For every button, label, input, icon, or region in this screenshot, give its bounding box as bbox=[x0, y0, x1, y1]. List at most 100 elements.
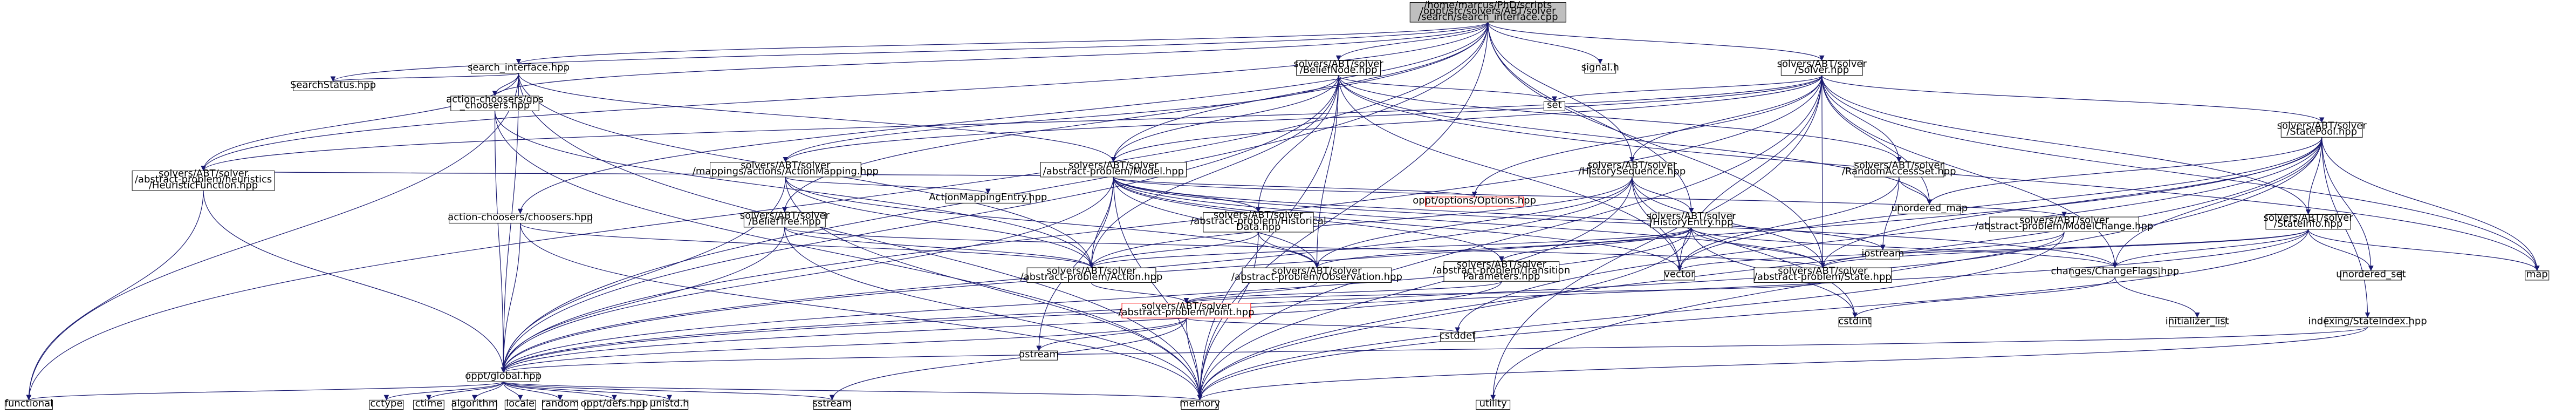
node-box bbox=[413, 399, 444, 410]
graph-node-search-interface[interactable]: search_interface.hpp bbox=[468, 62, 570, 74]
dependency-edge bbox=[1113, 177, 1203, 401]
graph-node-state-index[interactable]: indexing/StateIndex.hpp bbox=[2308, 315, 2427, 328]
graph-node-utility[interactable]: utility bbox=[1476, 398, 1511, 410]
graph-node-unordered-map[interactable]: unordered_map bbox=[1891, 202, 1968, 214]
dependency-edge bbox=[1111, 75, 1339, 162]
graph-node-memory[interactable]: memory bbox=[1180, 398, 1221, 410]
node-label-line: /StatePool.hpp bbox=[2286, 126, 2357, 137]
graph-node-locale[interactable]: locale bbox=[504, 398, 536, 410]
dependency-edge bbox=[1186, 317, 1460, 333]
dependency-edge bbox=[1927, 137, 2322, 205]
graph-node-action[interactable]: solvers/ABT/solver/abstract-problem/Acti… bbox=[1020, 266, 1163, 283]
graph-node-global[interactable]: oppt/global.hpp bbox=[465, 370, 542, 382]
node-box bbox=[1203, 212, 1314, 233]
graph-node-unordered-set[interactable]: unordered_set bbox=[2336, 269, 2406, 281]
node-label-line: solvers/ABT/solver bbox=[1214, 209, 1304, 221]
graph-node-root[interactable]: /home/marcus/PhD/scripts/oppt/src/solver… bbox=[1409, 0, 1566, 23]
dependency-edge bbox=[516, 22, 1489, 65]
node-label-line: /StateInfo.hpp bbox=[2274, 218, 2342, 229]
graph-node-cctype[interactable]: cctype bbox=[369, 398, 404, 410]
node-label-line: solvers/ABT/solver bbox=[1294, 58, 1384, 70]
graph-node-history-entry[interactable]: solvers/ABT/solver/HistoryEntry.hpp bbox=[1647, 211, 1737, 228]
node-label-line: initializer_list bbox=[2166, 315, 2229, 327]
graph-node-ostream[interactable]: ostream bbox=[1019, 349, 1059, 361]
graph-node-state-info[interactable]: solvers/ABT/solver/StateInfo.hpp bbox=[2263, 212, 2353, 230]
dependency-edge bbox=[1632, 177, 1694, 213]
dependency-edge bbox=[201, 22, 1489, 171]
node-label-line: map bbox=[2526, 269, 2548, 280]
node-label-line: cstddef bbox=[1440, 330, 1476, 342]
graph-node-sstream[interactable]: sstream bbox=[813, 398, 852, 410]
node-box bbox=[945, 193, 1031, 203]
graph-node-historical-data[interactable]: solvers/ABT/solver/abstract-problem/Hist… bbox=[1190, 209, 1326, 233]
graph-node-history-sequence[interactable]: solvers/ABT/solver/HistorySequence.hpp bbox=[1578, 160, 1686, 178]
dependency-edge bbox=[331, 22, 1489, 82]
graph-node-iostream[interactable]: iostream bbox=[1861, 248, 1904, 260]
graph-node-cstddef[interactable]: cstddef bbox=[1440, 330, 1476, 342]
graph-node-transition-parameters[interactable]: solvers/ABT/solver/abstract-problem/Tran… bbox=[1433, 259, 1570, 282]
graph-node-vector[interactable]: vector bbox=[1664, 269, 1695, 281]
graph-node-ctime[interactable]: ctime bbox=[413, 398, 444, 410]
node-box bbox=[1476, 399, 1511, 410]
node-label-line: solvers/ABT/solver bbox=[741, 160, 831, 171]
dependency-edge bbox=[1197, 75, 1339, 401]
graph-node-model-change[interactable]: solvers/ABT/solver/abstract-problem/Mode… bbox=[1975, 215, 2153, 232]
graph-node-state[interactable]: solvers/ABT/solver/abstract-problem/Stat… bbox=[1753, 266, 1892, 283]
dependency-edge bbox=[503, 381, 563, 401]
dependency-edge bbox=[1338, 75, 1902, 162]
graph-node-solver[interactable]: solvers/ABT/solver/Solver.hpp bbox=[1777, 58, 1867, 76]
graph-node-signal[interactable]: signal.h bbox=[1581, 62, 1619, 74]
graph-node-belief-node[interactable]: solvers/ABT/solver/BeliefNode.hpp bbox=[1294, 58, 1384, 76]
graph-node-search-status[interactable]: SearchStatus.hpp bbox=[290, 79, 376, 91]
dependency-edge bbox=[331, 73, 519, 82]
node-label-line: solvers/ABT/solver bbox=[1778, 266, 1868, 277]
node-box bbox=[1242, 267, 1392, 283]
graph-node-set[interactable]: set bbox=[1543, 99, 1565, 111]
dependency-edge bbox=[26, 73, 519, 401]
graph-node-cstdint[interactable]: cstdint bbox=[1838, 315, 1872, 328]
dependency-edge bbox=[1677, 177, 1900, 271]
dependency-edge bbox=[1821, 75, 2325, 123]
dependency-edge bbox=[1197, 22, 1489, 401]
graph-node-options[interactable]: oppt/options/Options.hpp bbox=[1413, 195, 1536, 207]
graph-node-map[interactable]: map bbox=[2525, 269, 2550, 281]
dependency-edge bbox=[782, 22, 1489, 213]
node-label-line: solvers/ABT/solver bbox=[1046, 266, 1136, 277]
dependency-edge bbox=[494, 111, 506, 373]
dependency-edge bbox=[26, 22, 1489, 401]
dependency-edge bbox=[1088, 232, 1259, 268]
dependency-edge bbox=[1821, 75, 2540, 271]
dependency-edge bbox=[1197, 327, 2368, 401]
graph-node-state-pool[interactable]: solvers/ABT/solver/StatePool.hpp bbox=[2277, 120, 2367, 138]
graph-node-observation[interactable]: solvers/ABT/solver/abstract-problem/Obse… bbox=[1231, 266, 1402, 283]
node-box bbox=[743, 212, 826, 228]
node-box bbox=[1664, 270, 1695, 281]
graph-node-model[interactable]: solvers/ABT/solver/abstract-problem/Mode… bbox=[1040, 160, 1187, 178]
node-label-line: changes/ChangeFlags.hpp bbox=[2051, 266, 2179, 277]
graph-node-initializer-list[interactable]: initializer_list bbox=[2166, 315, 2229, 328]
graph-node-functional[interactable]: functional bbox=[5, 398, 53, 410]
node-box bbox=[1121, 303, 1251, 318]
dependency-edge bbox=[503, 381, 617, 401]
dependency-edge bbox=[1880, 177, 1900, 250]
graph-node-defs[interactable]: oppt/defs.hpp bbox=[580, 398, 648, 410]
dependency-edge bbox=[1488, 22, 1635, 162]
graph-node-random-access-set[interactable]: solvers/ABT/solver/RandomAccessSet.hpp bbox=[1842, 160, 1956, 178]
graph-node-action-choosers[interactable]: action-choosers/choosers.hpp bbox=[448, 212, 593, 223]
node-box bbox=[369, 399, 404, 410]
graph-node-random[interactable]: random bbox=[542, 398, 579, 410]
graph-node-point[interactable]: solvers/ABT/solver/abstract-problem/Poin… bbox=[1118, 301, 1255, 318]
graph-node-change-flags[interactable]: changes/ChangeFlags.hpp bbox=[2051, 266, 2179, 277]
dependency-edge bbox=[501, 223, 521, 373]
dependency-edge bbox=[783, 75, 1339, 162]
node-label-line: solvers/ABT/solver bbox=[1141, 301, 1231, 312]
graph-node-unistd[interactable]: unistd.h bbox=[650, 398, 689, 410]
graph-node-action-mapping[interactable]: solvers/ABT/solver/mappings/actions/Acti… bbox=[693, 160, 879, 178]
graph-node-heuristic-function[interactable]: solvers/ABT/solver/abstract-problem/heur… bbox=[132, 168, 275, 191]
node-box bbox=[504, 399, 536, 410]
graph-node-algorithm[interactable]: algorithm bbox=[451, 398, 498, 410]
graph-node-action-mapping-entry[interactable]: ActionMappingEntry.hpp bbox=[929, 192, 1047, 203]
graph-node-gps-choosers[interactable]: action-choosers/gps_choosers.hpp bbox=[446, 93, 544, 111]
graph-node-belief-tree[interactable]: solvers/ABT/solver/BeliefTree.hpp bbox=[740, 210, 830, 228]
node-label-line: /BeliefNode.hpp bbox=[1300, 64, 1378, 76]
